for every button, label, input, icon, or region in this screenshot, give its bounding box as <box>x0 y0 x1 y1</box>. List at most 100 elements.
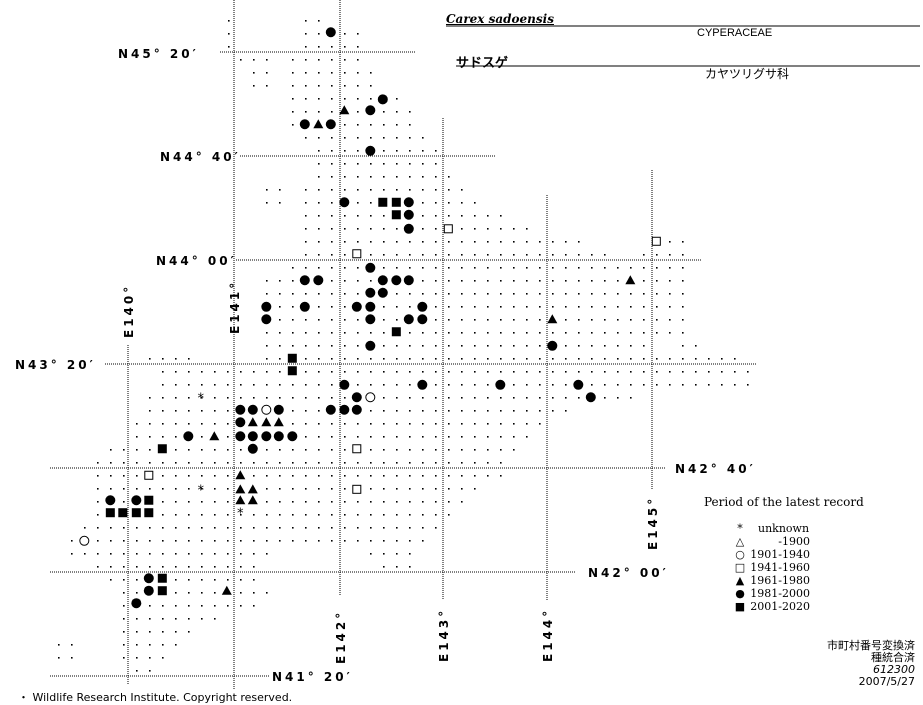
grid-dot <box>279 462 281 464</box>
grid-dot <box>227 371 229 373</box>
grid-dot <box>604 293 606 295</box>
grid-dot <box>305 189 307 191</box>
grid-dot <box>448 397 450 399</box>
filled-square-marker <box>131 508 141 518</box>
grid-dot <box>500 397 502 399</box>
grid-dot <box>578 306 580 308</box>
grid-dot <box>409 254 411 256</box>
grid-dot <box>149 644 151 646</box>
grid-dot <box>383 137 385 139</box>
grid-dot <box>344 488 346 490</box>
grid-dot <box>409 267 411 269</box>
legend: *unknown △-1900 ○1901-1940 □1941-1960 ▲1… <box>730 522 818 613</box>
grid-dot <box>617 358 619 360</box>
grid-dot <box>201 423 203 425</box>
grid-dot <box>487 228 489 230</box>
grid-dot <box>110 566 112 568</box>
grid-dot <box>305 501 307 503</box>
grid-dot <box>487 267 489 269</box>
grid-dot <box>487 280 489 282</box>
grid-dot <box>357 124 359 126</box>
municipal-code-note: 市町村番号変換済 <box>827 639 915 652</box>
grid-dot <box>370 215 372 217</box>
grid-dot <box>344 306 346 308</box>
legend-label: unknown <box>758 522 810 535</box>
grid-dot <box>396 384 398 386</box>
grid-dot <box>331 241 333 243</box>
grid-dot <box>487 475 489 477</box>
grid-dot <box>422 449 424 451</box>
grid-dot <box>266 189 268 191</box>
grid-dot <box>643 319 645 321</box>
grid-dot <box>409 553 411 555</box>
grid-dot <box>357 319 359 321</box>
grid-dot <box>136 462 138 464</box>
grid-dot <box>383 163 385 165</box>
grid-dot <box>370 163 372 165</box>
grid-dot <box>422 501 424 503</box>
grid-dot <box>188 514 190 516</box>
grid-dot <box>409 540 411 542</box>
filled-circle-marker <box>273 431 284 442</box>
grid-dot <box>565 241 567 243</box>
grid-dot <box>422 423 424 425</box>
grid-dot <box>435 371 437 373</box>
grid-dot <box>214 605 216 607</box>
grid-dot <box>305 384 307 386</box>
grid-dot <box>409 423 411 425</box>
grid-dot <box>227 462 229 464</box>
grid-dot <box>292 410 294 412</box>
grid-dot <box>279 358 281 360</box>
grid-dot <box>123 644 125 646</box>
grid-dot <box>539 371 541 373</box>
grid-dot <box>136 449 138 451</box>
grid-dot <box>383 332 385 334</box>
grid-dot <box>136 631 138 633</box>
grid-dot <box>370 189 372 191</box>
grid-dot <box>357 202 359 204</box>
grid-dot <box>357 527 359 529</box>
legend-label: 1901-1940 <box>750 548 810 561</box>
grid-dot <box>279 202 281 204</box>
grid-dot <box>305 514 307 516</box>
grid-dot <box>123 475 125 477</box>
grid-dot <box>344 436 346 438</box>
grid-dot <box>474 319 476 321</box>
grid-dot <box>227 436 229 438</box>
filled-circle-marker <box>377 287 388 298</box>
grid-dot <box>305 436 307 438</box>
grid-dot <box>383 215 385 217</box>
grid-dot <box>448 176 450 178</box>
grid-dot <box>214 410 216 412</box>
grid-dot <box>331 514 333 516</box>
grid-dot <box>435 449 437 451</box>
grid-dot <box>318 319 320 321</box>
grid-dot <box>279 475 281 477</box>
filled-square-marker <box>105 508 115 518</box>
grid-dot <box>227 384 229 386</box>
filled-circle-marker <box>105 495 116 506</box>
grid-dot <box>513 436 515 438</box>
grid-dot <box>448 254 450 256</box>
grid-dot <box>279 449 281 451</box>
grid-dot <box>383 176 385 178</box>
grid-dot <box>331 176 333 178</box>
species-merge-note: 種統合済 <box>871 651 915 664</box>
grid-dot <box>331 540 333 542</box>
grid-dot <box>344 345 346 347</box>
grid-dot <box>331 150 333 152</box>
filled-circle-marker <box>365 105 376 116</box>
grid-dot <box>461 345 463 347</box>
grid-dot <box>591 280 593 282</box>
grid-dot <box>292 85 294 87</box>
grid-dot <box>201 605 203 607</box>
grid-dot <box>461 189 463 191</box>
grid-dot <box>461 241 463 243</box>
filled-circle-marker <box>261 314 272 325</box>
grid-dot <box>110 553 112 555</box>
grid-dot <box>630 267 632 269</box>
grid-dot <box>292 397 294 399</box>
grid-dot <box>292 475 294 477</box>
grid-dot <box>604 345 606 347</box>
grid-dot <box>578 397 580 399</box>
